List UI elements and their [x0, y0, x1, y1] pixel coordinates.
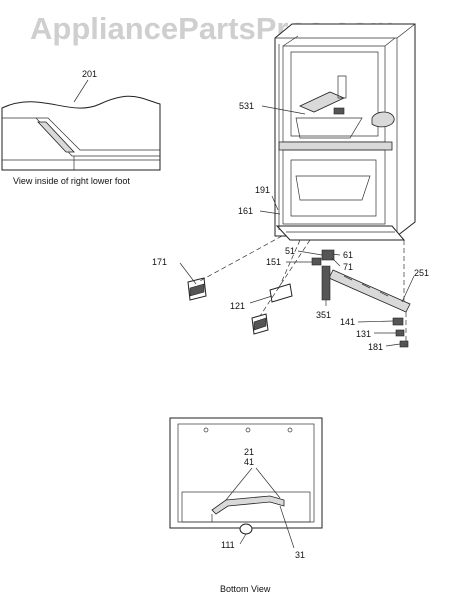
lower-liner: [290, 159, 377, 217]
control-knob: [333, 107, 345, 115]
foot-lower-shade: [253, 317, 267, 331]
callout-351: 351: [316, 310, 331, 320]
leader-191: [271, 195, 279, 211]
callout-201: 201: [82, 69, 97, 79]
rail-slots: [343, 275, 389, 297]
leader-161: [259, 210, 281, 215]
cabinet-base: [275, 225, 406, 241]
part-141: [392, 317, 404, 326]
lower-compartment: [282, 149, 386, 225]
leader-lines: [179, 105, 415, 347]
callout-181: 181: [368, 342, 383, 352]
tube-21: [211, 495, 285, 515]
foot-bracket: [37, 121, 75, 153]
bottom-view: 21 41 31 111 Bottom View: [169, 417, 323, 594]
leader-181: [385, 343, 401, 347]
wire-351: [321, 265, 331, 301]
callout-61: 61: [343, 250, 353, 260]
callout-21: 21: [244, 447, 254, 457]
callout-121: 121: [230, 301, 245, 311]
side-handle: [371, 111, 395, 128]
leader-531: [261, 105, 306, 115]
leader-71: [331, 257, 341, 267]
part-131: [395, 329, 405, 337]
compartment-divider: [278, 141, 393, 151]
upper-perspective: [282, 35, 396, 47]
callout-531: 531: [239, 101, 254, 111]
leader-21-right: [255, 467, 281, 499]
leader-121: [249, 295, 273, 304]
dash-to-121: [277, 239, 301, 291]
foot-171-shade: [189, 283, 205, 297]
foot-inner-edge: [36, 117, 160, 151]
cabinet-edges: [275, 23, 416, 236]
refrigerator-cabinet: [274, 23, 416, 241]
bottom-hole-3: [287, 427, 293, 433]
callout-31: 31: [295, 550, 305, 560]
callout-71: 71: [343, 262, 353, 272]
callout-51: 51: [285, 246, 295, 256]
part-181: [399, 340, 409, 348]
callout-41: 41: [244, 457, 254, 467]
drain-111: [239, 523, 253, 535]
bottom-view-caption: Bottom View: [220, 584, 271, 594]
cabinet-outer: [274, 23, 416, 237]
leader-171: [179, 262, 197, 285]
leader-21-left: [225, 467, 253, 501]
bottom-drain-area: [181, 491, 311, 523]
leader-251: [401, 275, 415, 303]
callout-111: 111: [221, 540, 235, 550]
callout-161: 161: [238, 206, 253, 216]
callout-191: 191: [255, 185, 270, 195]
leader-51: [297, 250, 323, 256]
bottom-hole-1: [203, 427, 209, 433]
callout-151: 151: [266, 257, 281, 267]
rail-251: [328, 269, 411, 313]
base-parts: [187, 249, 411, 348]
callout-171: 171: [152, 257, 167, 267]
foot-view-caption: View inside of right lower foot: [13, 176, 130, 186]
upper-shelf: [295, 117, 363, 139]
leader-201: [73, 79, 89, 103]
assembly-lines: [197, 235, 407, 345]
leader-61: [331, 253, 341, 256]
callout-251: 251: [414, 268, 429, 278]
leader-31: [279, 505, 295, 549]
bottom-frame: [169, 417, 323, 529]
freezer-basket: [295, 175, 371, 201]
dash-to-foot: [259, 239, 311, 317]
upper-liner: [290, 51, 379, 137]
callout-131: 131: [356, 329, 371, 339]
part-151: [311, 257, 322, 266]
foot-detail-view: 201 View inside of right lower foot: [1, 69, 161, 186]
light-housing: [337, 75, 347, 99]
callout-141: 141: [340, 317, 355, 327]
leader-141: [357, 320, 394, 323]
bottom-hole-2: [245, 427, 251, 433]
leader-111: [239, 533, 247, 545]
bracket-121: [269, 283, 293, 303]
foot-detail-outline: [1, 95, 161, 171]
callouts-main: 531 191 161 51 61 71 151 171 121 351 251…: [152, 101, 429, 352]
